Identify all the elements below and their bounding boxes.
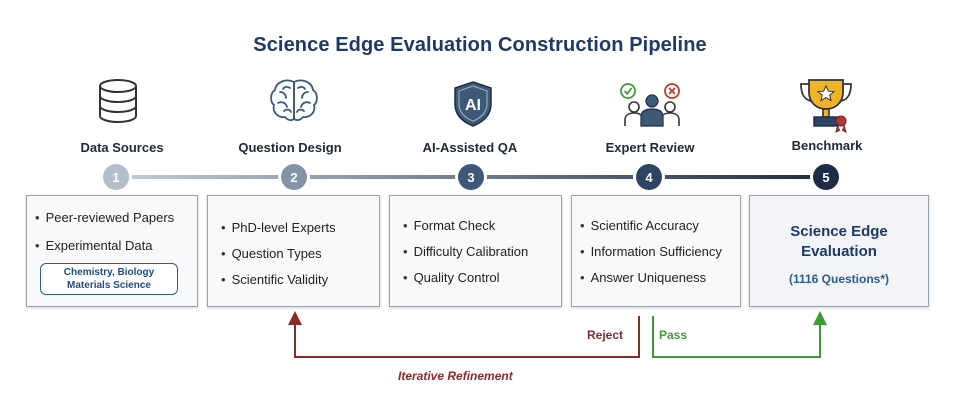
pass-label: Pass <box>659 328 688 342</box>
reject-arrow-head <box>288 311 302 325</box>
benchmark-title: Science Edge Evaluation <box>790 223 888 260</box>
list-item: Answer Uniqueness <box>580 270 722 285</box>
reject-label: Reject <box>587 328 624 342</box>
stage-label-ai-assisted-qa: AI-Assisted QA <box>422 140 518 155</box>
expert-review-card: Scientific Accuracy Information Sufficie… <box>571 195 741 307</box>
pass-arrow-head <box>813 311 827 325</box>
list-item: Information Sufficiency <box>580 244 722 259</box>
database-icon <box>99 79 137 123</box>
iterative-refinement-label: Iterative Refinement <box>398 369 513 383</box>
list-item: PhD-level Experts <box>221 220 336 235</box>
ai-assisted-qa-card: Format Check Difficulty Calibration Qual… <box>389 195 562 307</box>
stage-node-1: 1 <box>103 164 129 190</box>
stage-node-5: 5 <box>813 164 839 190</box>
benchmark-card: Science Edge Evaluation (1116 Questions*… <box>749 195 929 307</box>
diagram-title: Science Edge Evaluation Construction Pip… <box>253 34 707 56</box>
data-sources-card: Peer-reviewed Papers Experimental Data C… <box>26 195 198 307</box>
pass-arrow <box>652 316 821 358</box>
reject-arrow <box>294 316 640 358</box>
stage-node-3: 3 <box>458 164 484 190</box>
list-item: Difficulty Calibration <box>403 244 529 259</box>
expert-review-icon <box>620 83 680 127</box>
ai-icon-text: AI <box>465 97 481 114</box>
list-item: Question Types <box>221 246 336 261</box>
benchmark-count: (1116 Questions*) <box>788 272 890 286</box>
stage-label-expert-review: Expert Review <box>605 140 695 155</box>
stage-label-question-design: Question Design <box>238 140 342 155</box>
stage-node-2: 2 <box>281 164 307 190</box>
domain-tag: Chemistry, Biology Materials Science <box>40 263 178 295</box>
stage-label-data-sources: Data Sources <box>80 140 164 155</box>
question-design-card: PhD-level Experts Question Types Scienti… <box>207 195 380 307</box>
list-item: Scientific Accuracy <box>580 218 722 233</box>
brain-icon <box>270 79 318 122</box>
list-item: Experimental Data <box>35 238 174 253</box>
list-item: Scientific Validity <box>221 272 336 287</box>
list-item: Quality Control <box>403 270 528 285</box>
stage-label-benchmark: Benchmark <box>791 138 863 153</box>
list-item: Peer-reviewed Papers <box>35 210 175 225</box>
list-item: Format Check <box>403 218 528 233</box>
stage-node-4: 4 <box>636 164 662 190</box>
trophy-icon <box>800 79 852 133</box>
ai-shield-icon: AI <box>454 81 492 127</box>
